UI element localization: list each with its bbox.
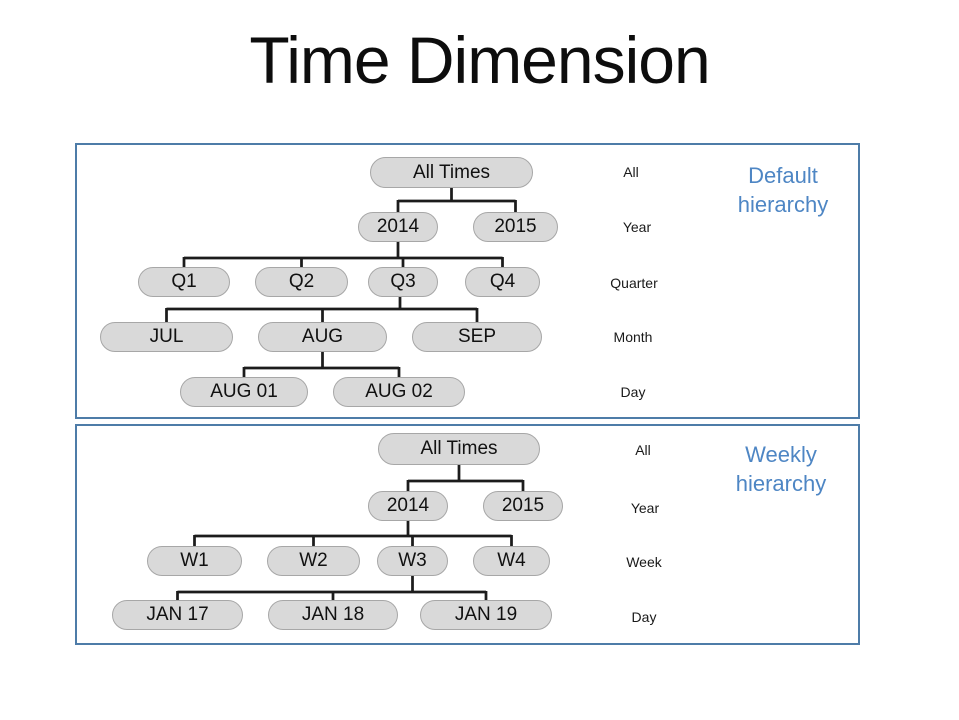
panel-heading-line-2: hierarchy [737,192,829,217]
weekly-hierarchy-panel: All Times 2014 2015 W1 W2 W3 W4 JAN 17 J… [75,424,860,645]
tree-node-q4: Q4 [465,267,540,297]
tree-node-sep: SEP [412,322,542,352]
level-label-week: Week [626,554,662,570]
tree-node-jul: JUL [100,322,233,352]
panel-heading-default: Default hierarchy [698,161,868,219]
tree-node-jan-17: JAN 17 [112,600,243,630]
level-label-day: Day [620,384,646,400]
panel-heading-line-1: Weekly [745,442,817,467]
tree-node-all-times: All Times [378,433,540,465]
default-hierarchy-panel: All Times 2014 2015 Q1 Q2 Q3 Q4 JUL AUG … [75,143,860,419]
tree-node-q1: Q1 [138,267,230,297]
tree-node-2014: 2014 [358,212,438,242]
slide-title: Time Dimension [249,23,710,97]
tree-node-q3: Q3 [368,267,438,297]
tree-node-jan-19: JAN 19 [420,600,552,630]
tree-node-w1: W1 [147,546,242,576]
tree-node-all-times: All Times [370,157,533,188]
tree-node-aug-01: AUG 01 [180,377,308,407]
panel-heading-line-2: hierarchy [735,471,827,496]
tree-node-2015: 2015 [473,212,558,242]
level-label-month: Month [613,329,653,345]
level-label-day: Day [631,609,657,625]
tree-node-aug-02: AUG 02 [333,377,465,407]
level-label-quarter: Quarter [610,275,658,291]
panel-heading-line-1: Default [748,163,818,188]
level-label-year: Year [630,500,660,516]
tree-node-2014: 2014 [368,491,448,521]
tree-node-2015: 2015 [483,491,563,521]
level-label-all: All [623,164,639,180]
tree-node-jan-18: JAN 18 [268,600,398,630]
tree-node-q2: Q2 [255,267,348,297]
tree-node-w3: W3 [377,546,448,576]
tree-node-w4: W4 [473,546,550,576]
tree-node-w2: W2 [267,546,360,576]
level-label-all: All [635,442,651,458]
tree-node-aug: AUG [258,322,387,352]
panel-heading-weekly: Weekly hierarchy [696,440,866,498]
level-label-year: Year [622,219,652,235]
